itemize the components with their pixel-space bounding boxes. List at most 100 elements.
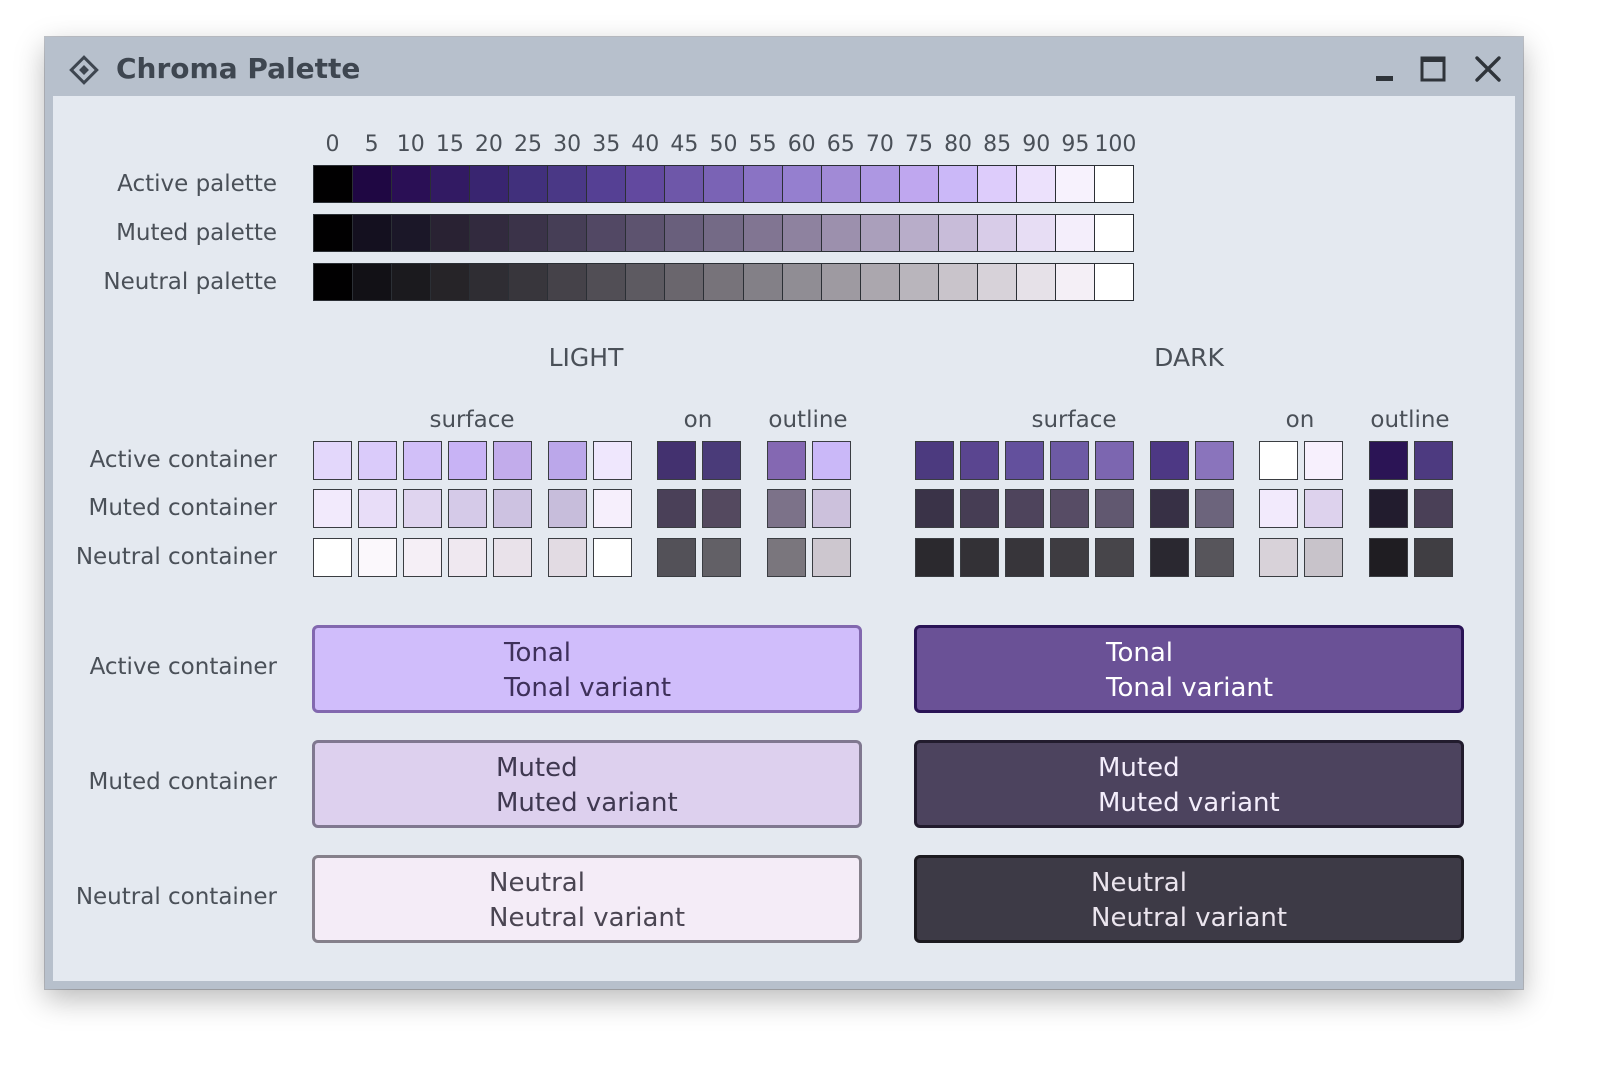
palette-swatch[interactable] <box>470 264 510 300</box>
palette-swatch[interactable] <box>587 166 627 202</box>
palette-swatch[interactable] <box>665 264 705 300</box>
palette-swatch[interactable] <box>899 166 939 202</box>
palette-swatch[interactable] <box>587 264 627 300</box>
palette-swatch[interactable] <box>548 166 588 202</box>
dark-surface-swatch[interactable] <box>1050 441 1089 480</box>
palette-swatch[interactable] <box>1094 166 1133 202</box>
dark-surface-swatch[interactable] <box>915 441 954 480</box>
palette-swatch[interactable] <box>704 166 744 202</box>
palette-swatch[interactable] <box>1094 215 1133 251</box>
palette-swatch[interactable] <box>743 264 783 300</box>
palette-swatch[interactable] <box>899 264 939 300</box>
dark-surface_extra-swatch[interactable] <box>1195 489 1234 528</box>
dark-on-swatch[interactable] <box>1259 538 1298 577</box>
dark-surface-swatch[interactable] <box>1005 441 1044 480</box>
light-surface-swatch[interactable] <box>358 441 397 480</box>
light-surface-swatch[interactable] <box>313 489 352 528</box>
light-surface-swatch[interactable] <box>448 441 487 480</box>
light-on-swatch[interactable] <box>657 538 696 577</box>
dark-surface-swatch[interactable] <box>1005 538 1044 577</box>
palette-swatch[interactable] <box>509 215 549 251</box>
light-on-swatch[interactable] <box>657 489 696 528</box>
light-on-swatch[interactable] <box>702 441 741 480</box>
dark-surface-swatch[interactable] <box>1005 489 1044 528</box>
light-on-swatch[interactable] <box>702 489 741 528</box>
dark-surface_extra-swatch[interactable] <box>1150 538 1189 577</box>
palette-swatch[interactable] <box>1055 264 1095 300</box>
light-on-swatch[interactable] <box>702 538 741 577</box>
palette-swatch[interactable] <box>353 264 393 300</box>
palette-swatch[interactable] <box>821 264 861 300</box>
dark-surface_extra-swatch[interactable] <box>1195 538 1234 577</box>
palette-swatch[interactable] <box>548 215 588 251</box>
palette-swatch[interactable] <box>1055 215 1095 251</box>
dark-surface-swatch[interactable] <box>1095 538 1134 577</box>
dark-surface_extra-swatch[interactable] <box>1150 489 1189 528</box>
palette-swatch[interactable] <box>743 215 783 251</box>
light-surface_extra-swatch[interactable] <box>593 441 632 480</box>
palette-swatch[interactable] <box>431 215 471 251</box>
palette-swatch[interactable] <box>509 264 549 300</box>
palette-swatch[interactable] <box>977 215 1017 251</box>
palette-swatch[interactable] <box>1016 264 1056 300</box>
palette-swatch[interactable] <box>431 264 471 300</box>
dark-on-swatch[interactable] <box>1304 441 1343 480</box>
minimize-button[interactable] <box>1368 52 1402 86</box>
palette-swatch[interactable] <box>665 166 705 202</box>
maximize-button[interactable] <box>1416 52 1450 86</box>
light-surface_extra-swatch[interactable] <box>593 489 632 528</box>
palette-swatch[interactable] <box>860 264 900 300</box>
light-surface-swatch[interactable] <box>448 538 487 577</box>
close-button[interactable] <box>1471 52 1505 86</box>
palette-swatch[interactable] <box>899 215 939 251</box>
light-surface_extra-swatch[interactable] <box>548 441 587 480</box>
palette-swatch[interactable] <box>470 215 510 251</box>
palette-swatch[interactable] <box>314 264 354 300</box>
palette-swatch[interactable] <box>860 215 900 251</box>
light-surface-swatch[interactable] <box>313 538 352 577</box>
palette-swatch[interactable] <box>821 215 861 251</box>
light-outline-swatch[interactable] <box>812 441 851 480</box>
palette-swatch[interactable] <box>938 264 978 300</box>
palette-swatch[interactable] <box>821 166 861 202</box>
palette-swatch[interactable] <box>548 264 588 300</box>
light-outline-swatch[interactable] <box>812 489 851 528</box>
light-surface-swatch[interactable] <box>493 538 532 577</box>
dark-surface-swatch[interactable] <box>1050 538 1089 577</box>
dark-outline-swatch[interactable] <box>1369 538 1408 577</box>
dark-surface-swatch[interactable] <box>1095 489 1134 528</box>
palette-swatch[interactable] <box>1016 166 1056 202</box>
palette-swatch[interactable] <box>626 264 666 300</box>
light-on-swatch[interactable] <box>657 441 696 480</box>
dark-outline-swatch[interactable] <box>1414 538 1453 577</box>
palette-swatch[interactable] <box>353 215 393 251</box>
light-outline-swatch[interactable] <box>767 441 806 480</box>
light-surface_extra-swatch[interactable] <box>548 489 587 528</box>
light-surface_extra-swatch[interactable] <box>548 538 587 577</box>
light-surface-swatch[interactable] <box>403 538 442 577</box>
palette-swatch[interactable] <box>782 166 822 202</box>
light-surface-swatch[interactable] <box>403 441 442 480</box>
light-surface-swatch[interactable] <box>313 441 352 480</box>
dark-surface_extra-swatch[interactable] <box>1150 441 1189 480</box>
dark-on-swatch[interactable] <box>1304 538 1343 577</box>
palette-swatch[interactable] <box>1016 215 1056 251</box>
title-bar[interactable]: Chroma Palette <box>45 37 1523 96</box>
light-outline-swatch[interactable] <box>767 489 806 528</box>
palette-swatch[interactable] <box>431 166 471 202</box>
palette-swatch[interactable] <box>626 215 666 251</box>
dark-surface-swatch[interactable] <box>1050 489 1089 528</box>
palette-swatch[interactable] <box>626 166 666 202</box>
palette-swatch[interactable] <box>314 215 354 251</box>
palette-swatch[interactable] <box>977 166 1017 202</box>
palette-swatch[interactable] <box>938 166 978 202</box>
dark-outline-swatch[interactable] <box>1414 441 1453 480</box>
palette-swatch[interactable] <box>704 264 744 300</box>
palette-swatch[interactable] <box>782 215 822 251</box>
dark-outline-swatch[interactable] <box>1369 489 1408 528</box>
